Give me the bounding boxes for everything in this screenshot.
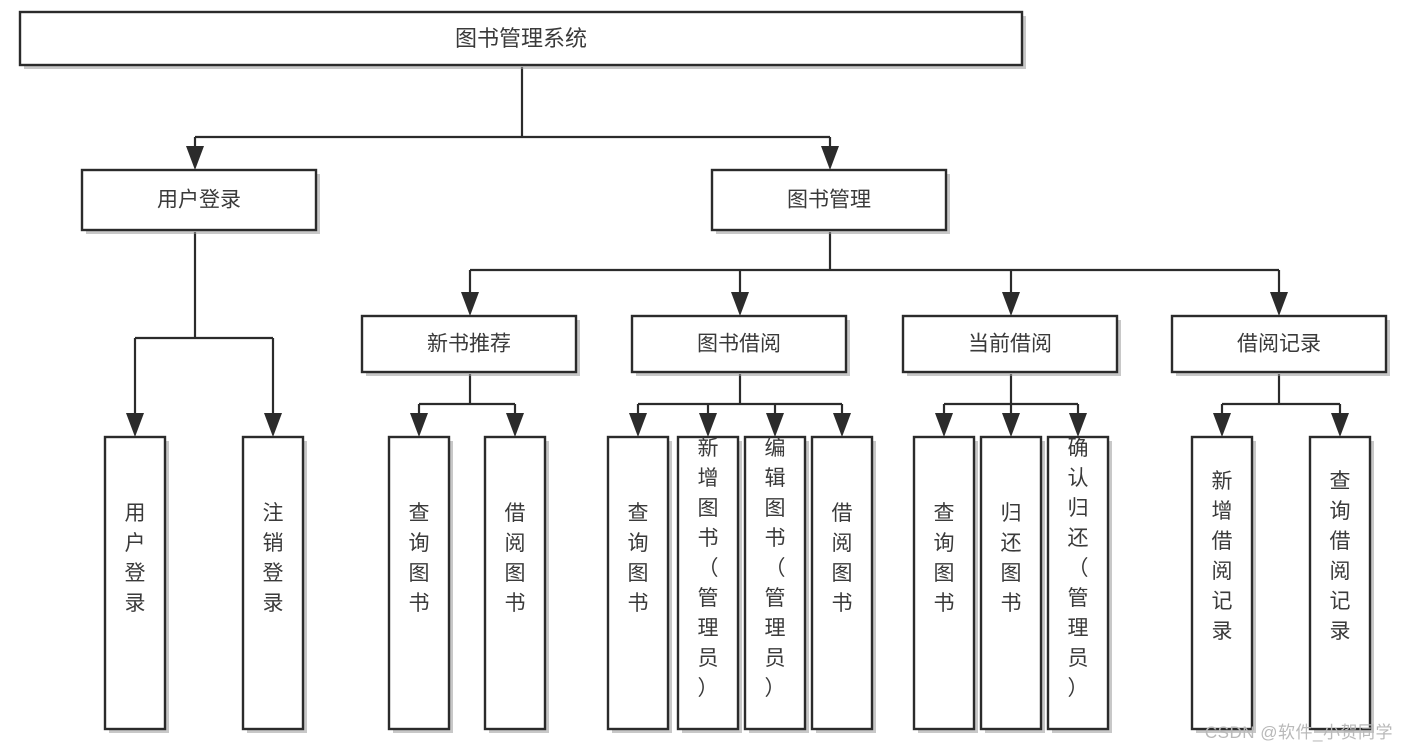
- leaf-currentborrow-confirm-return-admin[interactable]: 确认归还（管理员）: [1046, 435, 1112, 733]
- arrow-to-borrow-record: [1270, 292, 1288, 316]
- leaf-currentborrow-return-box: [979, 435, 1043, 731]
- arrow-currentborrow-leaf-3: [1069, 413, 1087, 437]
- leaf-user-login-label: 用户登录: [125, 502, 146, 615]
- leaf-borrowrecord-query-record[interactable]: 查询借阅记录: [1308, 435, 1374, 733]
- arrow-to-book-borrow: [731, 292, 749, 316]
- leaf-newbook-query-book[interactable]: 查询图书: [387, 435, 453, 733]
- leaf-bookborrow-borrow-label: 借阅图书: [832, 502, 853, 615]
- arrow-bookborrow-leaf-2: [699, 413, 717, 437]
- leaf-currentborrow-confirm-box: [1046, 435, 1110, 731]
- node-user-login[interactable]: 用户登录: [80, 168, 320, 234]
- leaf-borrowrecord-query-label: 查询借阅记录: [1330, 470, 1351, 643]
- leaf-user-login-box: [103, 435, 167, 731]
- book-management-label: 图书管理: [787, 189, 871, 212]
- arrow-newbook-leaf-2: [506, 413, 524, 437]
- arrow-to-current-borrow: [1002, 292, 1020, 316]
- leaf-bookborrow-add-label: 新增图书（管理员）: [698, 437, 719, 700]
- leaf-bookborrow-query-box: [606, 435, 670, 731]
- book-borrow-label: 图书借阅: [697, 333, 781, 356]
- connector-layer: [126, 67, 1349, 437]
- leaf-currentborrow-query-book[interactable]: 查询图书: [912, 435, 978, 733]
- root-box: [18, 10, 1024, 67]
- leaf-borrowrecord-query-box: [1308, 435, 1372, 731]
- leaf-logout-login-label: 注销登录: [263, 502, 284, 615]
- csdn-watermark: CSDN @软件_小贺同学: [1204, 723, 1393, 742]
- arrow-bookborrow-leaf-3: [766, 413, 784, 437]
- leaf-bookborrow-borrow-book[interactable]: 借阅图书: [810, 435, 876, 733]
- leaf-newbook-borrow-book[interactable]: 借阅图书: [483, 435, 549, 733]
- leaf-bookborrow-edit-box: [743, 435, 807, 731]
- arrow-to-leaf-user-login: [126, 413, 144, 437]
- arrow-currentborrow-leaf-1: [935, 413, 953, 437]
- arrow-to-new-book: [461, 292, 479, 316]
- node-book-management[interactable]: 图书管理: [710, 168, 950, 234]
- leaf-currentborrow-return-label: 归还图书: [1001, 502, 1022, 615]
- current-borrow-label: 当前借阅: [968, 333, 1052, 356]
- leaf-bookborrow-add-box: [676, 435, 740, 731]
- arrow-bookborrow-leaf-1: [629, 413, 647, 437]
- arrow-borrowrecord-leaf-2: [1331, 413, 1349, 437]
- leaf-newbook-query-label: 查询图书: [409, 502, 430, 615]
- leaf-bookborrow-borrow-box: [810, 435, 874, 731]
- node-borrow-record[interactable]: 借阅记录: [1170, 314, 1390, 376]
- leaf-bookborrow-add-book-admin[interactable]: 新增图书（管理员）: [676, 435, 742, 733]
- leaf-borrowrecord-add-box: [1190, 435, 1254, 731]
- leaf-newbook-borrow-label: 借阅图书: [505, 502, 526, 615]
- leaf-user-login[interactable]: 用户登录: [103, 435, 169, 733]
- leaf-currentborrow-confirm-label: 确认归还（管理员）: [1068, 437, 1089, 700]
- arrow-bookborrow-leaf-4: [833, 413, 851, 437]
- arrow-to-leaf-logout-login: [264, 413, 282, 437]
- leaf-bookborrow-query-label: 查询图书: [628, 502, 649, 615]
- new-book-box: [360, 314, 578, 374]
- arrow-borrowrecord-leaf-1: [1213, 413, 1231, 437]
- arrow-root-to-user-login: [186, 146, 204, 170]
- leaf-logout-login[interactable]: 注销登录: [241, 435, 307, 733]
- leaf-newbook-borrow-box: [483, 435, 547, 731]
- borrow-record-box: [1170, 314, 1388, 374]
- leaf-borrowrecord-add-record[interactable]: 新增借阅记录: [1190, 435, 1256, 733]
- borrow-record-label: 借阅记录: [1237, 333, 1321, 356]
- leaf-currentborrow-query-label: 查询图书: [934, 502, 955, 615]
- arrow-currentborrow-leaf-2: [1002, 413, 1020, 437]
- node-book-borrow[interactable]: 图书借阅: [630, 314, 850, 376]
- user-login-box: [80, 168, 318, 232]
- node-root-book-management-system[interactable]: 图书管理系统: [18, 10, 1026, 69]
- arrow-root-to-book-mgmt: [821, 146, 839, 170]
- leaf-logout-login-box: [241, 435, 305, 731]
- user-login-label: 用户登录: [157, 189, 241, 212]
- leaf-bookborrow-edit-label: 编辑图书（管理员）: [765, 437, 786, 700]
- leaf-newbook-query-box: [387, 435, 451, 731]
- node-current-borrow[interactable]: 当前借阅: [901, 314, 1121, 376]
- new-book-label: 新书推荐: [427, 333, 511, 356]
- node-new-book-recommend[interactable]: 新书推荐: [360, 314, 580, 376]
- arrow-newbook-leaf-1: [410, 413, 428, 437]
- leaf-bookborrow-query-book[interactable]: 查询图书: [606, 435, 672, 733]
- leaf-currentborrow-return-book[interactable]: 归还图书: [979, 435, 1045, 733]
- book-management-box: [710, 168, 948, 232]
- leaf-borrowrecord-add-label: 新增借阅记录: [1212, 470, 1233, 643]
- current-borrow-box: [901, 314, 1119, 374]
- book-borrow-box: [630, 314, 848, 374]
- leaf-bookborrow-edit-book-admin[interactable]: 编辑图书（管理员）: [743, 435, 809, 733]
- root-label: 图书管理系统: [455, 26, 587, 51]
- leaf-currentborrow-query-box: [912, 435, 976, 731]
